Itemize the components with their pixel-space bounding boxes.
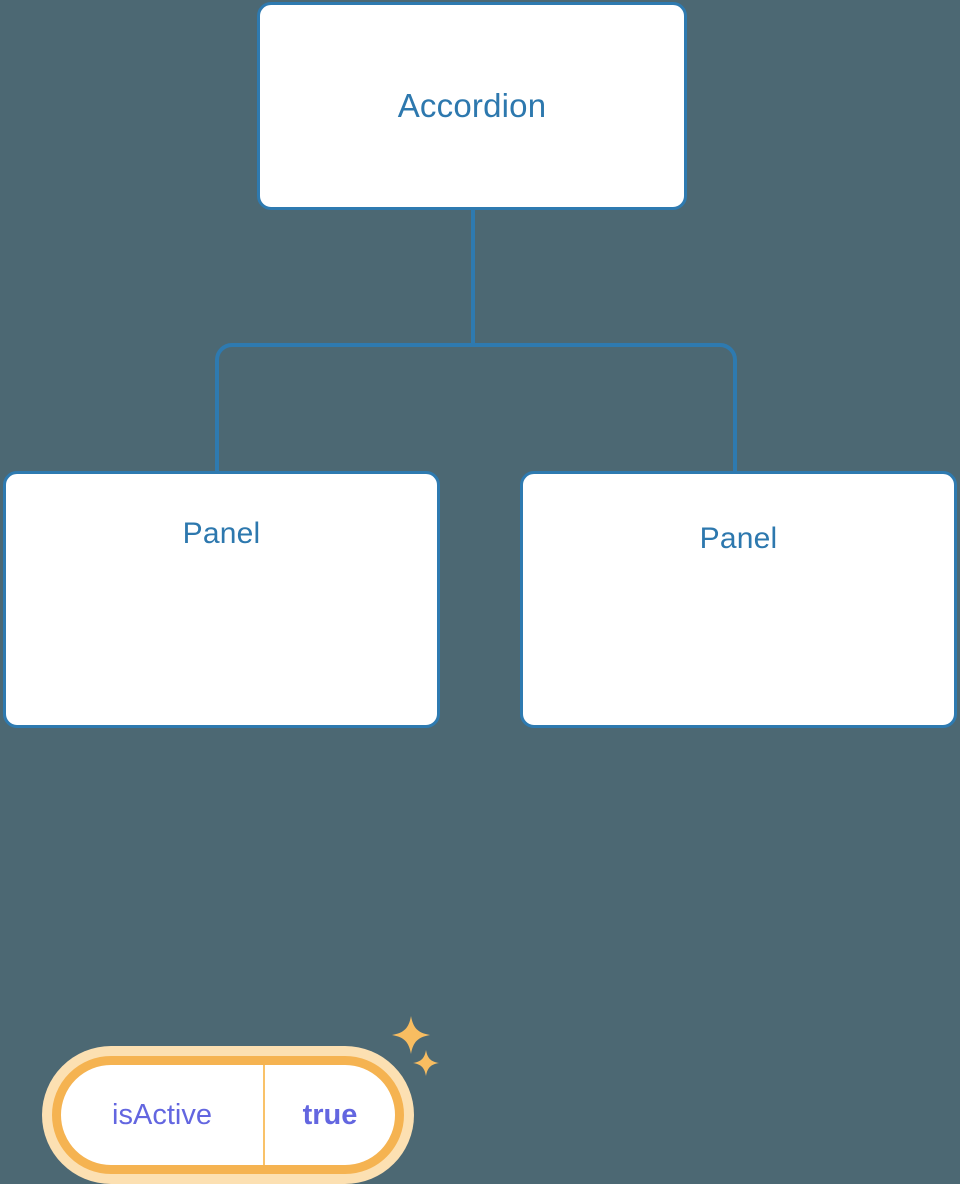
prop-key-label: isActive — [112, 1098, 212, 1131]
node-accordion[interactable]: Accordion — [257, 2, 687, 210]
node-panel-right[interactable]: Panel isActive false — [520, 471, 957, 728]
node-panel-left-label: Panel — [182, 517, 261, 550]
pill-highlight-ring: isActive true — [52, 1056, 404, 1174]
prop-pill-isactive-true[interactable]: isActive true — [42, 1046, 414, 1184]
edge-to-right-panel — [473, 343, 737, 471]
diagram-canvas: Accordion Panel isActive true Panel isAc… — [3, 2, 957, 1184]
prop-value-label: true — [263, 1065, 395, 1165]
node-panel-right-label: Panel — [699, 522, 778, 555]
node-panel-left[interactable]: Panel isActive true — [3, 471, 440, 1184]
sparkle-small-icon — [413, 1050, 439, 1076]
node-accordion-label: Accordion — [397, 86, 547, 124]
edge-to-left-panel — [215, 343, 473, 471]
